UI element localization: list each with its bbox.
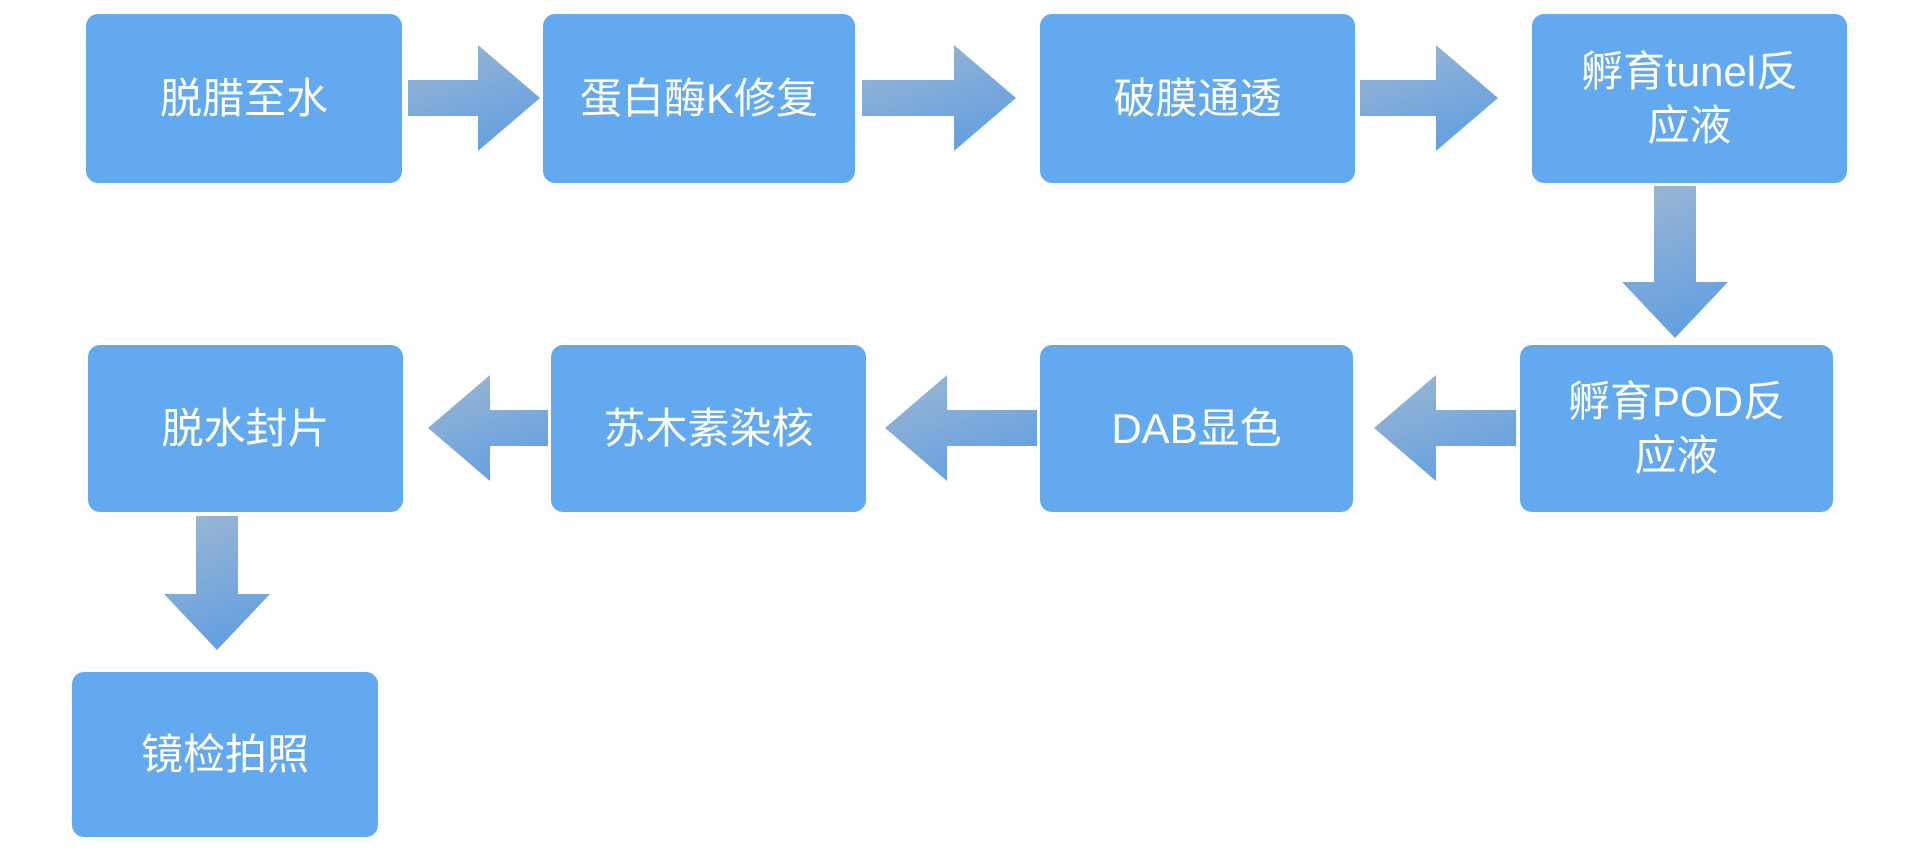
connector-arrow-left-3 [428,375,549,481]
node-dewax-to-water: 脱腊至水 [86,14,402,183]
connector-arrow-right-2 [862,45,1016,151]
connector-arrow-left-1 [1374,375,1516,481]
node-incubate-tunel-reaction: 孵育tunel反 应液 [1532,14,1847,183]
node-dehydrate-mount: 脱水封片 [88,345,403,512]
node-proteinase-k-repair: 蛋白酶K修复 [543,14,855,183]
connector-arrow-left-2 [885,375,1037,481]
connector-arrow-right-1 [408,45,540,151]
connector-arrow-down-2 [164,516,270,650]
connector-arrow-right-3 [1360,45,1498,151]
node-microscopy-photograph: 镜检拍照 [72,672,378,837]
connector-arrow-down-1 [1622,186,1728,338]
node-dab-color-development: DAB显色 [1040,345,1353,512]
node-incubate-pod-reaction: 孵育POD反 应液 [1520,345,1833,512]
node-membrane-permeabilization: 破膜通透 [1040,14,1355,183]
node-hematoxylin-nuclear-stain: 苏木素染核 [551,345,866,512]
